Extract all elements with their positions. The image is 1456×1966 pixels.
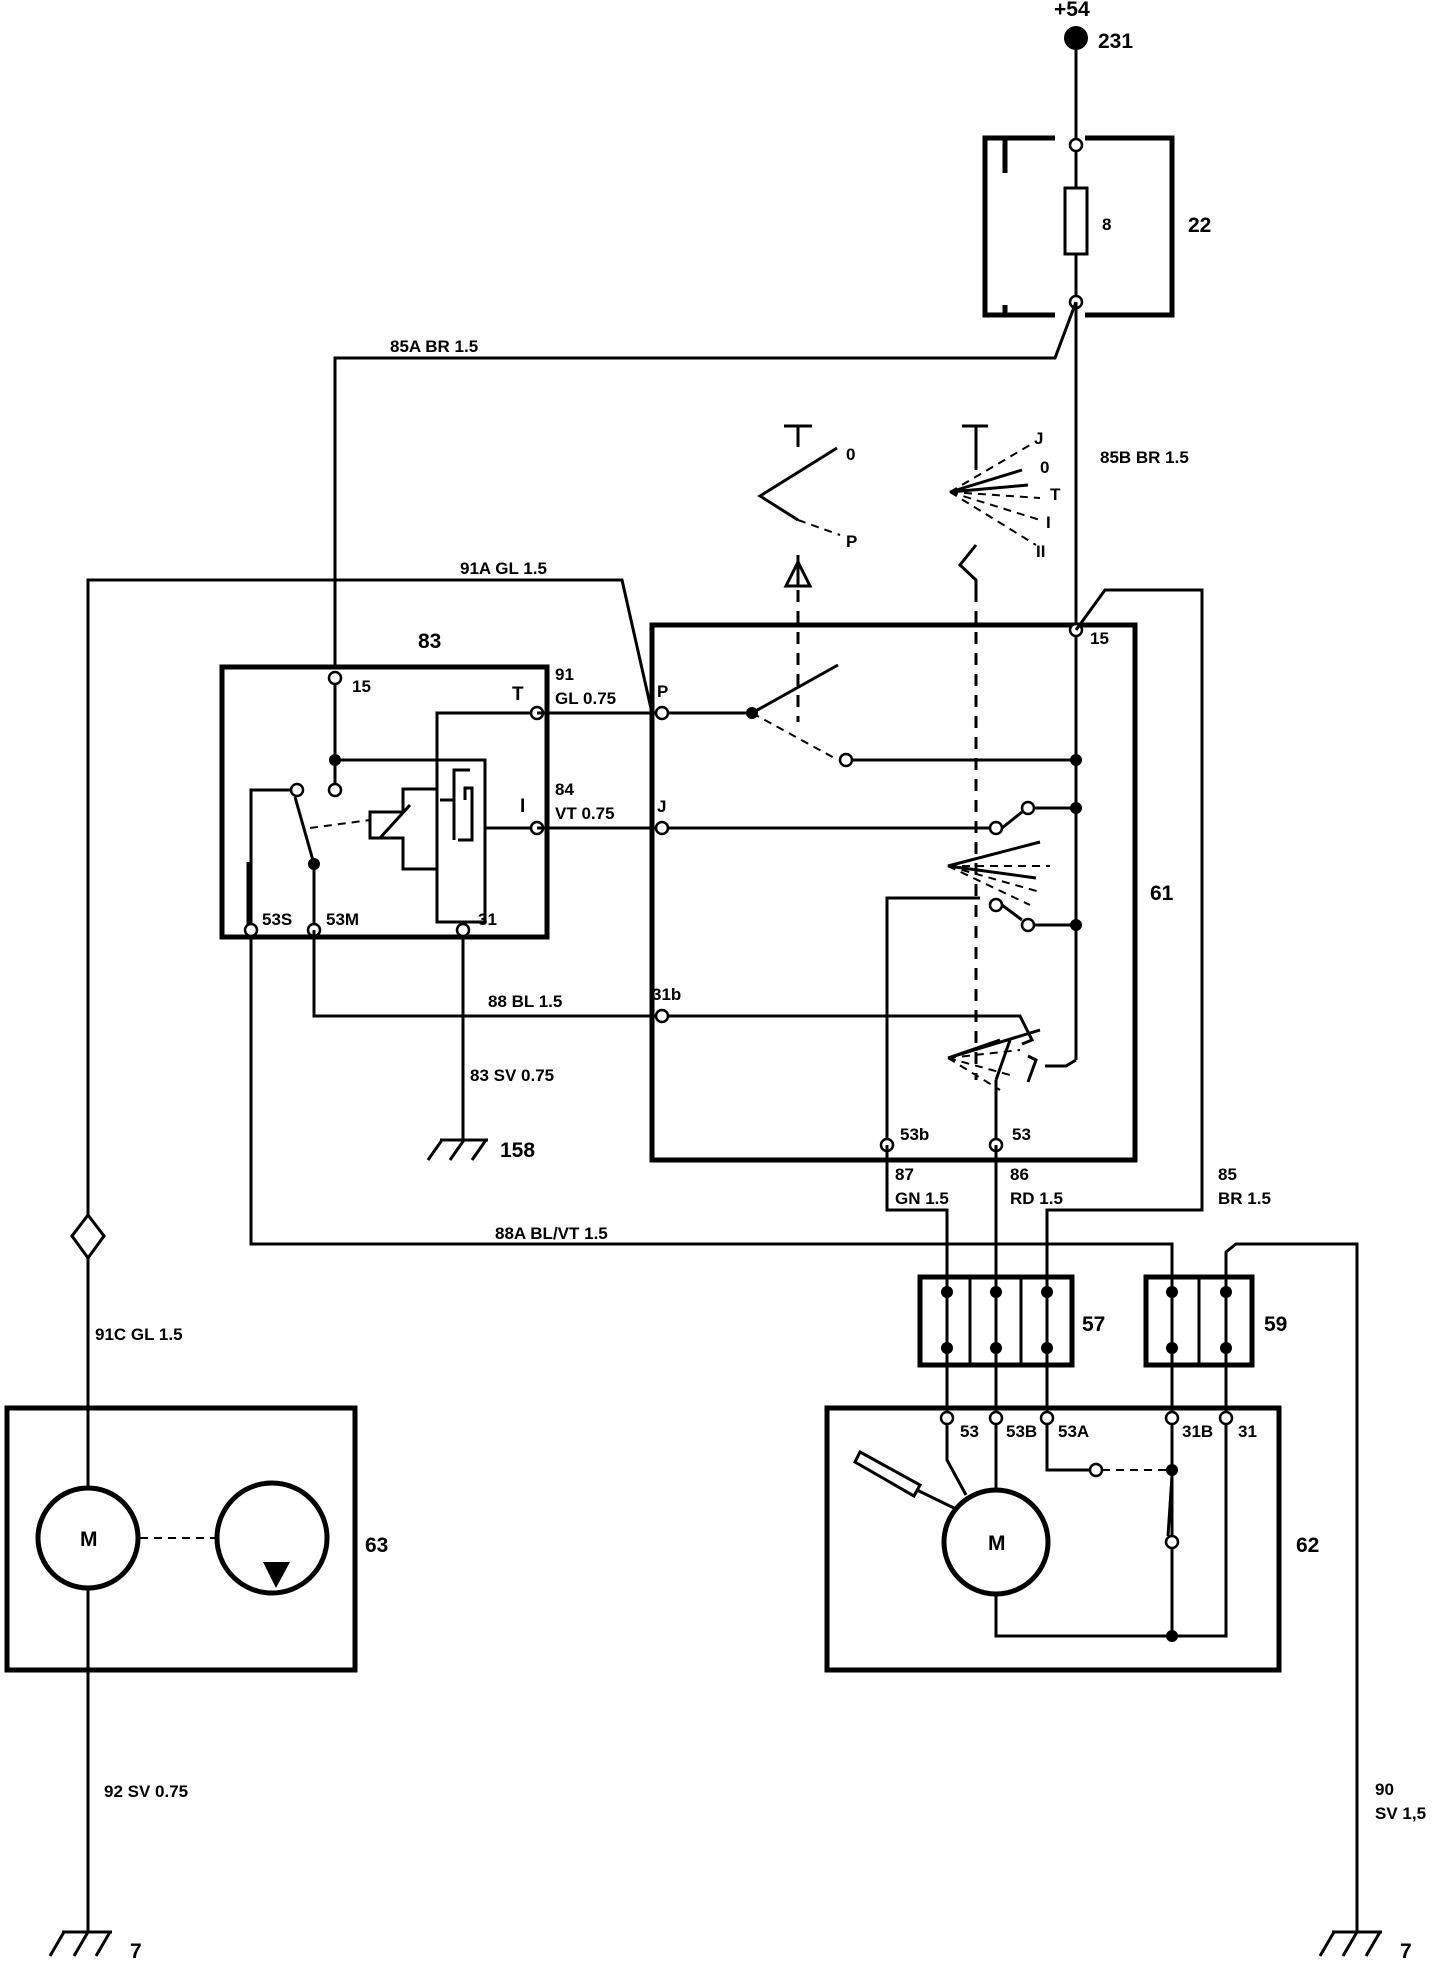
wire-85-spec: BR 1.5 <box>1218 1189 1271 1208</box>
wiper-switch-61: 61 0 P J 0 T I II <box>649 424 1174 1163</box>
connector-57: 57 <box>917 1274 1105 1418</box>
switch-terminal-53b: 53b <box>900 1125 929 1144</box>
position-right-J: J <box>1034 429 1043 448</box>
fuse-box-label: 22 <box>1188 214 1211 237</box>
wiper-motor-label: 62 <box>1296 1534 1319 1557</box>
switch-terminal-P: P <box>657 682 668 701</box>
ground-158-label: 158 <box>500 1139 535 1162</box>
power-supply: +54 231 <box>1054 0 1133 145</box>
ground-right-label: 7 <box>1400 1940 1412 1963</box>
wire-85b-label: 85B BR 1.5 <box>1100 448 1189 467</box>
ground-left-label: 7 <box>130 1940 142 1963</box>
wire-84: 84 VT 0.75 <box>537 780 662 830</box>
position-right-0: 0 <box>1040 458 1049 477</box>
wire-91-spec: GL 0.75 <box>555 689 616 708</box>
wire-85: 85 BR 1.5 <box>1045 588 1271 1350</box>
wire-90-num: 90 <box>1375 1780 1394 1799</box>
fuse-box-left-side <box>982 135 1008 318</box>
wire-87: 87 GN 1.5 <box>885 1145 949 1418</box>
wire-92-label: 92 SV 0.75 <box>104 1782 188 1801</box>
wire-91: 91 GL 0.75 <box>537 665 662 715</box>
motor-terminal-53B: 53B <box>1006 1422 1037 1441</box>
relay-terminal-31: 31 <box>478 910 497 929</box>
supply-voltage-label: +54 <box>1054 0 1090 21</box>
wire-88: 88 BL 1.5 <box>312 930 662 1018</box>
relay-label: 83 <box>418 630 441 653</box>
wire-83-ground: 83 SV 0.75 158 <box>426 936 554 1162</box>
wiper-switch-label: 61 <box>1150 882 1174 905</box>
position-right-I: I <box>1046 513 1051 532</box>
fuse-number-label: 8 <box>1102 215 1111 234</box>
connector-57-label: 57 <box>1082 1313 1105 1336</box>
pump-motor-M: M <box>80 1528 98 1551</box>
ground-right: 7 <box>1318 1930 1412 1963</box>
wire-87-spec: GN 1.5 <box>895 1189 949 1208</box>
position-right-T: T <box>1050 485 1061 504</box>
wiper-arm-icon <box>853 1449 923 1499</box>
wire-91-num: 91 <box>555 665 574 684</box>
switch-terminal-J: J <box>657 797 666 816</box>
wiper-motor-62: 62 M 53 53B 53A 31B 31 <box>824 1405 1319 1673</box>
wire-86-spec: RD 1.5 <box>1010 1189 1063 1208</box>
wire-85a: 85A BR 1.5 <box>333 301 1078 668</box>
position-right-II: II <box>1036 542 1045 561</box>
switch-terminal-15: 15 <box>1090 629 1109 648</box>
washer-pump-label: 63 <box>365 1534 388 1557</box>
motor-terminal-31: 31 <box>1238 1422 1257 1441</box>
washer-pump-63: 91C GL 1.5 63 M 92 SV 0.75 <box>4 1212 388 1932</box>
wire-88a-label: 88A BL/VT 1.5 <box>495 1224 608 1243</box>
wire-88-label: 88 BL 1.5 <box>488 992 562 1011</box>
fuse-element <box>1063 186 1089 256</box>
pump-symbol <box>214 1480 330 1596</box>
wire-84-num: 84 <box>555 780 574 799</box>
relay-terminal-53s: 53S <box>262 910 292 929</box>
wire-87-num: 87 <box>895 1165 914 1184</box>
position-left-0: 0 <box>846 445 855 464</box>
wire-85b: 85B BR 1.5 <box>1074 302 1189 630</box>
motor-terminal-53: 53 <box>960 1422 979 1441</box>
fuse-box-right-side <box>1148 135 1175 318</box>
wire-86-num: 86 <box>1010 1165 1029 1184</box>
motor-terminal-53A: 53A <box>1058 1422 1089 1441</box>
wire-91a: 91A GL 1.5 <box>86 559 654 1215</box>
switch-terminal-31b: 31b <box>652 985 681 1004</box>
wire-91c-label: 91C GL 1.5 <box>95 1325 183 1344</box>
wire-84-spec: VT 0.75 <box>555 804 615 823</box>
wire-83-label: 83 SV 0.75 <box>470 1066 554 1085</box>
connector-59: 59 <box>1143 1274 1287 1418</box>
wire-90-spec: SV 1,5 <box>1375 1804 1426 1823</box>
wire-86: 86 RD 1.5 <box>994 1145 1063 1418</box>
relay-terminal-I: I <box>520 796 525 817</box>
relay-terminal-T: T <box>512 684 524 705</box>
wire-85-num: 85 <box>1218 1165 1237 1184</box>
relay-83: 83 15 T I 53S <box>219 630 550 940</box>
relay-terminal-53m: 53M <box>326 910 359 929</box>
pump-arrow-icon <box>263 1562 290 1588</box>
wiper-motor-M: M <box>988 1532 1006 1555</box>
ground-left: 7 <box>48 1930 142 1963</box>
supply-terminal-label: 231 <box>1098 30 1133 53</box>
position-left-P: P <box>846 532 857 551</box>
wire-90: 90 SV 1,5 <box>1224 1242 1426 1932</box>
connector-diamond-icon <box>70 1212 106 1261</box>
relay-terminal-15: 15 <box>352 677 371 696</box>
motor-terminal-31B: 31B <box>1182 1422 1213 1441</box>
fuse-box: 8 22 <box>982 135 1211 318</box>
wire-91a-label: 91A GL 1.5 <box>460 559 547 578</box>
switch-terminal-53: 53 <box>1012 1125 1031 1144</box>
connector-59-label: 59 <box>1264 1313 1287 1336</box>
wire-85a-label: 85A BR 1.5 <box>390 337 478 356</box>
wire-88a: 88A BL/VT 1.5 <box>249 936 1174 1418</box>
